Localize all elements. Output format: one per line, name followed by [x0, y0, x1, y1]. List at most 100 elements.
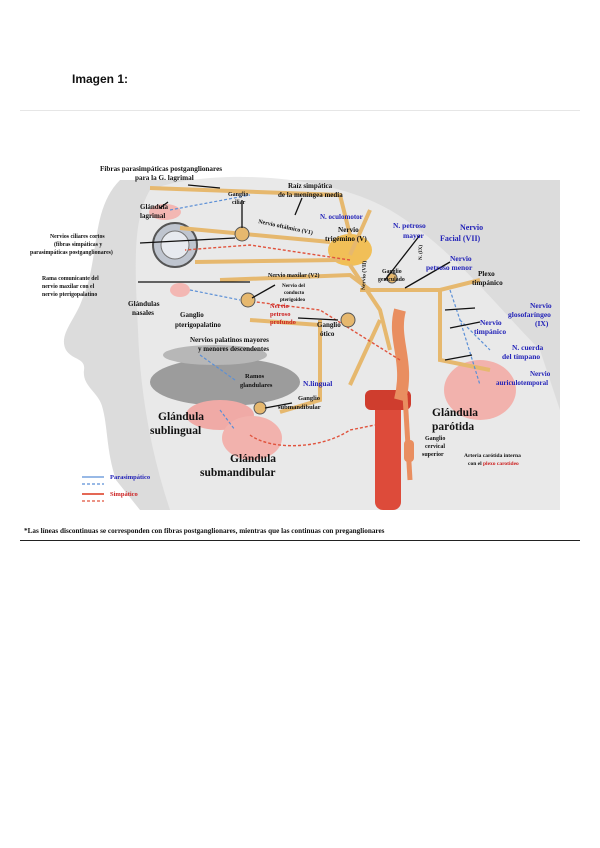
label-ganglio-pterigopalatino-1: Ganglio	[180, 311, 204, 319]
label-plexo-timpanico-1: Plexo	[478, 270, 495, 278]
legend: Parasimpático Simpático	[82, 474, 150, 502]
label-nervio-auriculotemporal-1: Nervio	[530, 370, 551, 378]
label-n-lingual: N.lingual	[303, 379, 332, 388]
submandibular-ganglion	[253, 401, 267, 415]
label-n-oculomotor: N. oculomotor	[320, 213, 363, 221]
red-labels: Nervio petroso profundo	[270, 303, 296, 326]
label-glandula-sublingual-2: sublingual	[150, 425, 201, 437]
label-nervio-timpanico-2: timpánico	[474, 327, 506, 336]
label-nervio-timpanico-1: Nervio	[480, 318, 502, 327]
leader-lines	[138, 184, 481, 409]
label-plexo-timpanico-2: timpánico	[472, 279, 503, 287]
label-ganglio-submandibular-2: submandibular	[278, 404, 321, 411]
label-n-petroso-mayor-1: N. petroso	[393, 221, 426, 230]
label-rama-comunicante-3: nervio pterigopalatino	[42, 292, 97, 298]
label-ganglio-cervical-1: Ganglio	[425, 436, 445, 442]
label-nervio-petroso-profundo-1: Nervio	[270, 303, 289, 310]
black-labels: Fibras parasimpáticas postganglionares p…	[30, 165, 521, 467]
ciliary-ganglion	[234, 226, 250, 242]
label-rama-comunicante-2: nervio maxilar con el	[42, 284, 95, 290]
label-glandula-submandibular-2: submandibular	[200, 467, 275, 479]
label-ramos-glandulares-1: Ramos	[245, 373, 265, 380]
legend-simpatico: Simpático	[110, 491, 138, 498]
gland-labels: Glándula sublingual Glándula parótida Gl…	[150, 407, 478, 479]
label-nervio-petroso-menor-1: Nervio	[450, 254, 472, 263]
label-nervio-petroso-profundo-3: profundo	[270, 319, 296, 326]
label-nervio-petroso-menor-2: petroso menor	[426, 263, 473, 272]
internal-carotid-artery	[375, 400, 401, 510]
superior-cervical-ganglion	[404, 440, 414, 462]
label-ganglio-cervical-3: superior	[422, 452, 444, 458]
label-nervio-auriculotemporal-2: auriculotemporal	[496, 379, 548, 387]
label-nervio-glosofaringeo-1: Nervio	[530, 301, 552, 310]
label-nervio-maxilar: Nervio maxilar (V2)	[268, 272, 320, 279]
eye-inner	[160, 230, 190, 260]
carotid-plexus	[391, 308, 410, 402]
label-nervio-petroso-profundo-2: petroso	[270, 311, 290, 318]
label-n-petroso-mayor-2: mayor	[403, 231, 424, 240]
label-glandulas-nasales-1: Glándulas	[128, 300, 160, 308]
label-fibras-post-1: Fibras parasimpáticas postganglionares	[100, 165, 222, 173]
label-glandula-lagrimal-1: Glándula	[140, 203, 169, 211]
label-ganglio-ciliar-2: ciliar	[232, 200, 246, 206]
submandibular-gland	[222, 416, 282, 460]
label-nervios-palatinos-2: y menores descendentes	[198, 345, 269, 353]
label-cuerda-timpano-1: N. cuerda	[512, 343, 543, 352]
blue-labels: N. oculomotor N. petroso mayor Nervio Fa…	[303, 213, 552, 388]
label-rama-comunicante-1: Rama comunicante del	[42, 276, 99, 282]
bottom-divider	[20, 540, 580, 541]
page-heading: Imagen 1:	[72, 72, 129, 86]
autonomic-innervation-figure: Fibras parasimpáticas postganglionares p…	[20, 150, 580, 510]
label-nervios-palatinos-1: Nervios palatinos mayores	[190, 336, 269, 344]
label-nervio-facial-1: Nervio	[460, 223, 483, 232]
label-ganglio-cervical-2: cervical	[425, 444, 445, 450]
label-glandulas-nasales-2: nasales	[132, 309, 154, 317]
label-nervio-ix-vertical: N. (IX)	[419, 245, 424, 260]
label-glandula-sublingual-1: Glándula	[158, 411, 204, 423]
label-nervio-glosofaringeo-2: glosofaríngeo	[508, 310, 551, 319]
label-ganglio-pterigopalatino-2: pterigopalatino	[175, 321, 221, 329]
parotid-gland	[444, 360, 516, 420]
label-nervio-conducto-3: pterigoideo	[280, 297, 305, 303]
footnote: *Las líneas discontinuas se corresponden…	[24, 527, 385, 535]
label-fibras-post-2: para la G. lagrimal	[135, 174, 194, 182]
label-ganglio-ciliar-1: Ganglio	[228, 192, 248, 198]
label-nervio-glosofaringeo-3: (IX)	[535, 319, 549, 328]
label-nervio-conducto-2: conducto	[284, 290, 305, 296]
label-arteria-carotida-2: con el plexo carotideo	[468, 461, 519, 467]
label-cuerda-timpano-2: del tímpano	[502, 352, 540, 361]
label-nervio-trigemino-1: Nervio	[338, 226, 359, 234]
nerve-trunks	[149, 186, 491, 414]
label-glandula-parotida-1: Glándula	[432, 407, 478, 419]
label-glandula-parotida-2: parótida	[432, 421, 474, 433]
label-ramos-glandulares-2: glandulares	[240, 382, 273, 389]
nasal-glands	[170, 283, 190, 297]
otic-ganglion	[340, 312, 356, 328]
label-ganglio-geniculado-1: Ganglio	[382, 269, 402, 275]
label-glandula-submandibular-1: Glándula	[230, 453, 276, 465]
label-nervio-vii-vertical: Nervio (VII)	[360, 261, 368, 291]
label-nervio-conducto-1: Nervio del	[282, 283, 305, 289]
top-divider	[20, 110, 580, 111]
label-nervios-ciliares-3: parasimpáticas postganglionares)	[30, 249, 113, 256]
sympathetic-trunk	[402, 394, 413, 481]
sympathetic-fibers	[184, 244, 401, 447]
label-raiz-simpatica-1: Raíz simpática	[288, 182, 333, 190]
label-nervios-ciliares-1: Nervios ciliares cortos	[50, 234, 105, 240]
arteria-carotida-plexo: plexo carotideo	[483, 461, 519, 467]
label-raiz-simpatica-2: de la meníngea media	[278, 191, 343, 199]
parasympathetic-fibers	[169, 194, 491, 431]
label-nervio-trigemino-2: trigémino (V)	[325, 235, 367, 243]
lacrimal-gland	[149, 204, 181, 220]
label-ganglio-geniculado-2: geniculado	[378, 277, 405, 283]
label-nervio-facial-2: Facial (VII)	[440, 234, 481, 243]
label-arteria-carotida-1: Arteria carótida interna	[464, 453, 521, 459]
palate	[163, 345, 267, 365]
arteria-carotida-prefix: con el	[468, 461, 483, 467]
label-ganglio-otico-2: ótico	[320, 330, 335, 338]
label-ganglio-submandibular-1: Ganglio	[298, 395, 320, 402]
label-ganglio-otico-1: Ganglio	[317, 321, 341, 329]
legend-parasimpatico: Parasimpático	[110, 474, 150, 481]
diagram-svg: Fibras parasimpáticas postganglionares p…	[30, 165, 561, 510]
label-glandula-lagrimal-2: lagrimal	[140, 212, 165, 220]
